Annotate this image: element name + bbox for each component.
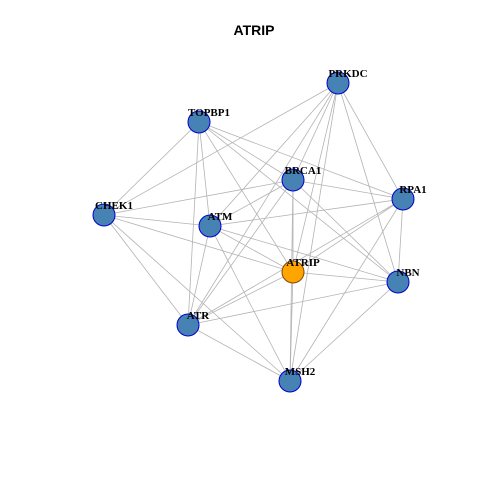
edge-prkdc-atrip [292,82,339,273]
edge-topbp1-atm [198,121,211,227]
node-prkdc: PRKDC [326,68,368,95]
node-label-chek1: CHEK1 [95,200,133,212]
node-circle-prkdc [326,71,350,95]
edge-brca1-rpa1 [292,179,404,200]
node-label-atm: ATM [208,211,233,223]
node-brca1: BRCA1 [281,165,322,192]
edge-atm-atr [187,225,211,326]
edge-rpa1-nbn [397,198,404,283]
node-chek1: CHEK1 [92,200,133,227]
node-circle-nbn [386,270,410,294]
node-label-msh2: MSH2 [285,366,316,378]
edge-chek1-atrip [103,214,294,273]
edge-chek1-msh2 [103,214,291,382]
node-circle-atr [176,313,200,337]
edge-topbp1-brca1 [198,121,294,181]
edge-rpa1-atm [209,198,404,227]
edge-rpa1-atrip [292,198,404,273]
edge-atrip-atr [187,271,294,326]
edge-brca1-atr [187,179,294,326]
edge-atm-msh2 [209,225,291,382]
node-atrip: ATRIP [281,257,320,284]
node-label-brca1: BRCA1 [285,165,322,177]
node-circle-topbp1 [187,110,211,134]
edge-atm-nbn [209,225,399,283]
node-nbn: NBN [386,267,420,294]
edge-brca1-chek1 [103,179,294,216]
node-circle-msh2 [278,369,302,393]
edge-atrip-nbn [292,271,399,283]
node-circle-atm [198,214,222,238]
node-circle-rpa1 [391,187,415,211]
edge-prkdc-atr [187,82,339,326]
edge-prkdc-rpa1 [337,82,404,200]
edge-brca1-atm [209,179,294,227]
node-label-atrip: ATRIP [286,257,320,269]
edge-atm-atrip [209,225,294,273]
node-circle-atrip [281,260,305,284]
edge-prkdc-nbn [337,82,399,283]
edge-prkdc-msh2 [289,82,339,382]
edge-layer [103,82,404,382]
edge-atrip-msh2 [289,271,294,382]
node-atm: ATM [198,211,233,238]
edge-topbp1-rpa1 [198,121,404,200]
edge-topbp1-atrip [198,121,294,273]
node-circle-brca1 [281,168,305,192]
node-topbp1: TOPBP1 [187,107,230,134]
edge-prkdc-chek1 [103,82,339,216]
node-atr: ATR [176,310,210,337]
graph-title: ATRIP [234,22,275,38]
node-circle-chek1 [92,203,116,227]
node-label-rpa1: RPA1 [399,184,426,196]
edge-chek1-atm [103,214,211,227]
edge-nbn-atr [187,281,399,326]
edge-prkdc-brca1 [292,82,339,181]
node-label-prkdc: PRKDC [328,68,367,80]
edge-topbp1-chek1 [103,121,200,216]
edge-prkdc-atm [209,82,339,227]
edge-brca1-nbn [292,179,399,283]
node-label-nbn: NBN [396,267,419,279]
edge-rpa1-msh2 [289,198,404,382]
edge-atr-msh2 [187,324,291,382]
node-label-topbp1: TOPBP1 [188,107,230,119]
node-msh2: MSH2 [278,366,316,393]
edge-chek1-atr [103,214,189,326]
edge-topbp1-nbn [198,121,399,283]
edge-nbn-msh2 [289,281,399,382]
node-rpa1: RPA1 [391,184,427,211]
node-label-atr: ATR [187,310,210,322]
